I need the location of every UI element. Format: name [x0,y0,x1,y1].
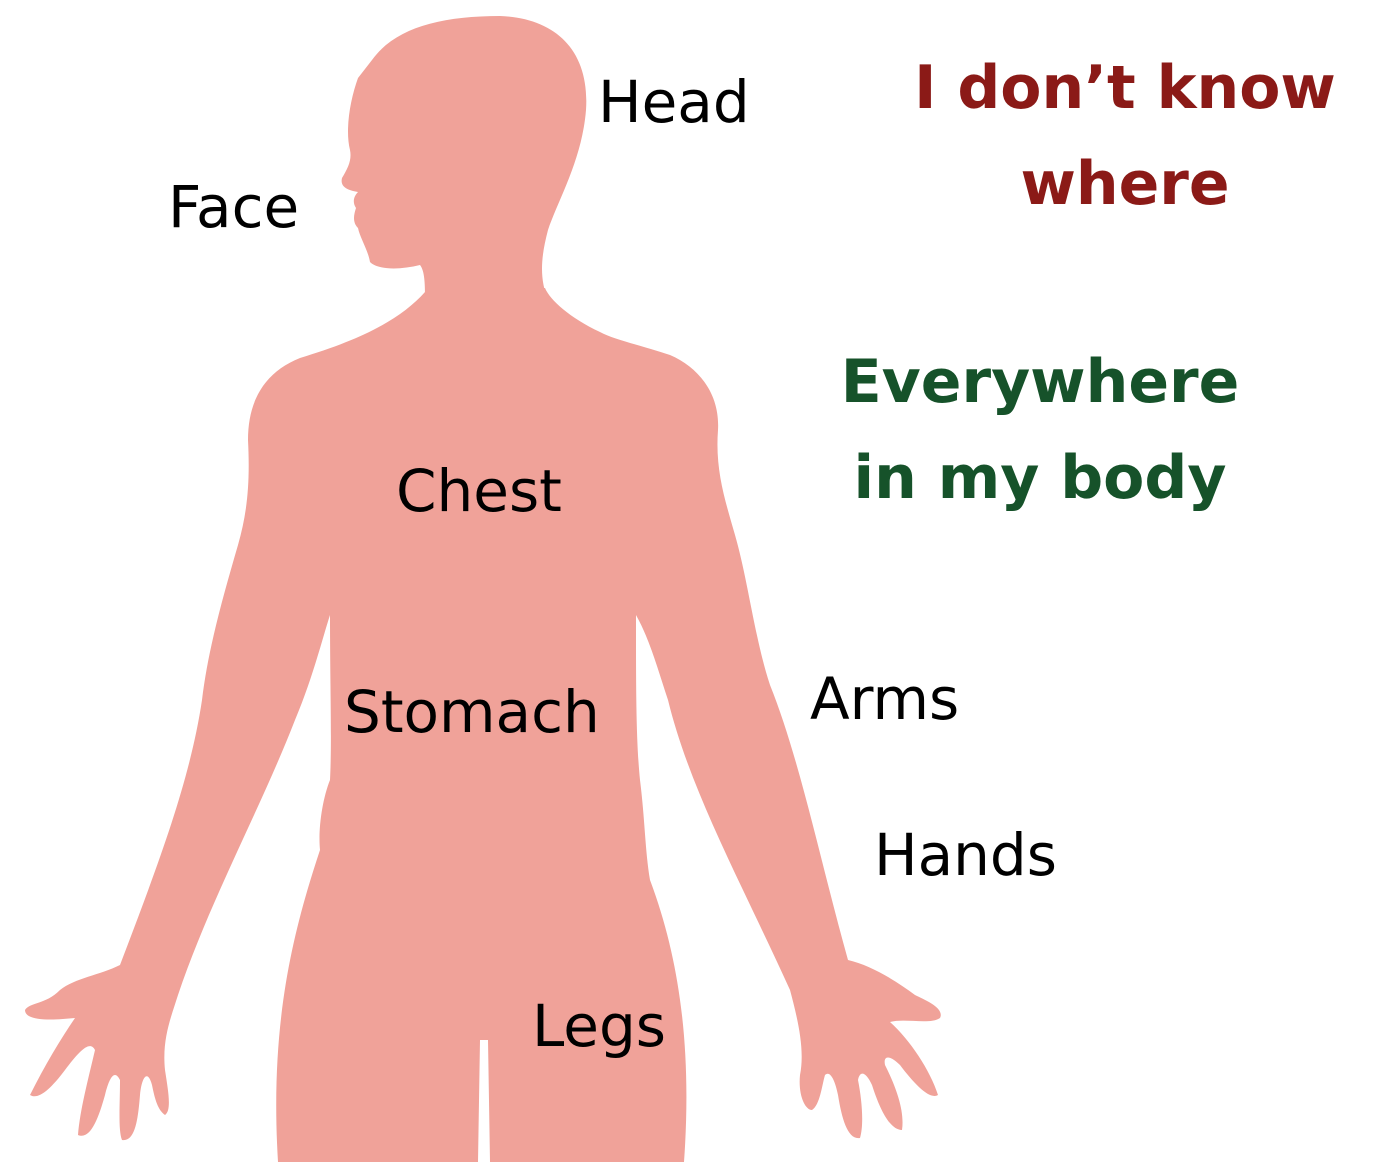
option-dont-know-where[interactable]: I don’t know where [905,40,1345,232]
label-legs[interactable]: Legs [532,997,666,1055]
label-stomach[interactable]: Stomach [344,683,600,741]
silhouette-group [25,16,941,1162]
option-dont-know-line1: I don’t know [905,40,1345,136]
label-face[interactable]: Face [168,178,299,236]
label-head[interactable]: Head [598,73,750,131]
label-hands[interactable]: Hands [874,826,1057,884]
option-everywhere-in-my-body[interactable]: Everywhere in my body [820,334,1260,526]
label-arms[interactable]: Arms [810,670,959,728]
option-everywhere-line1: Everywhere [820,334,1260,430]
head-shape[interactable] [342,16,587,300]
option-everywhere-line2: in my body [820,430,1260,526]
label-chest[interactable]: Chest [396,462,562,520]
option-dont-know-line2: where [905,136,1345,232]
